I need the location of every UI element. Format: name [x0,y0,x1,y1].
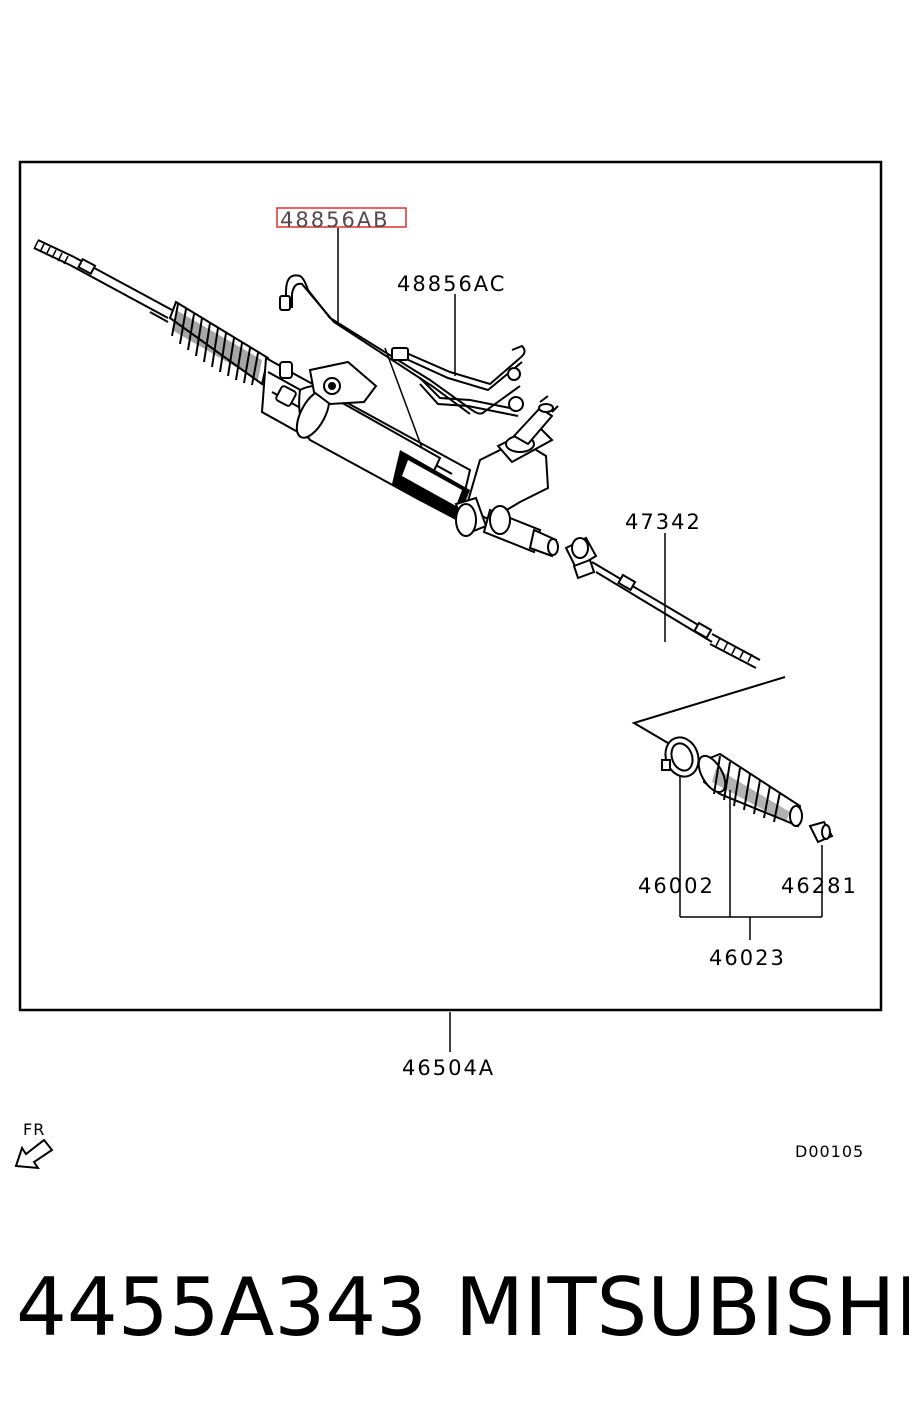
label-48856AC[interactable]: 48856AC [397,272,506,296]
left-bellows-boot [168,300,270,386]
brand-caption: MITSUBISHI [455,1261,909,1354]
pressure-tube-48856AC [391,344,526,417]
label-48856AB[interactable]: 48856AB [280,208,390,232]
rack-housing [260,356,472,522]
front-indicator: FR [14,1120,54,1170]
label-47342[interactable]: 47342 [625,510,702,534]
label-46281[interactable]: 46281 [781,874,858,898]
left-tie-rod [69,256,173,323]
diagram-code: D00105 [795,1142,864,1161]
pinion-valve-housing [454,395,559,537]
bellows-boot-46023 [697,752,803,828]
tie-rod-47342 [564,536,761,669]
diagram-frame [18,160,883,1012]
leader-lines [337,228,823,1052]
pressure-tube-48856AB [279,274,521,415]
parts-diagram: 48856AB 48856AC 47342 46002 46281 46023 … [14,160,883,1170]
steering-rack-assembly [33,239,559,558]
band-clamp-46002 [661,736,700,778]
zigzag-connector [631,676,786,744]
label-46002[interactable]: 46002 [638,874,715,898]
part-number-caption: 4455A343 [16,1261,428,1354]
highlight-box [276,207,407,228]
right-rack-end [482,505,559,558]
label-46023[interactable]: 46023 [709,946,786,970]
clip-46281 [808,820,834,844]
front-arrow-icon [14,1138,54,1170]
label-46504A[interactable]: 46504A [402,1056,495,1080]
front-indicator-label: FR [23,1120,45,1139]
left-tie-rod-thread [33,239,75,266]
